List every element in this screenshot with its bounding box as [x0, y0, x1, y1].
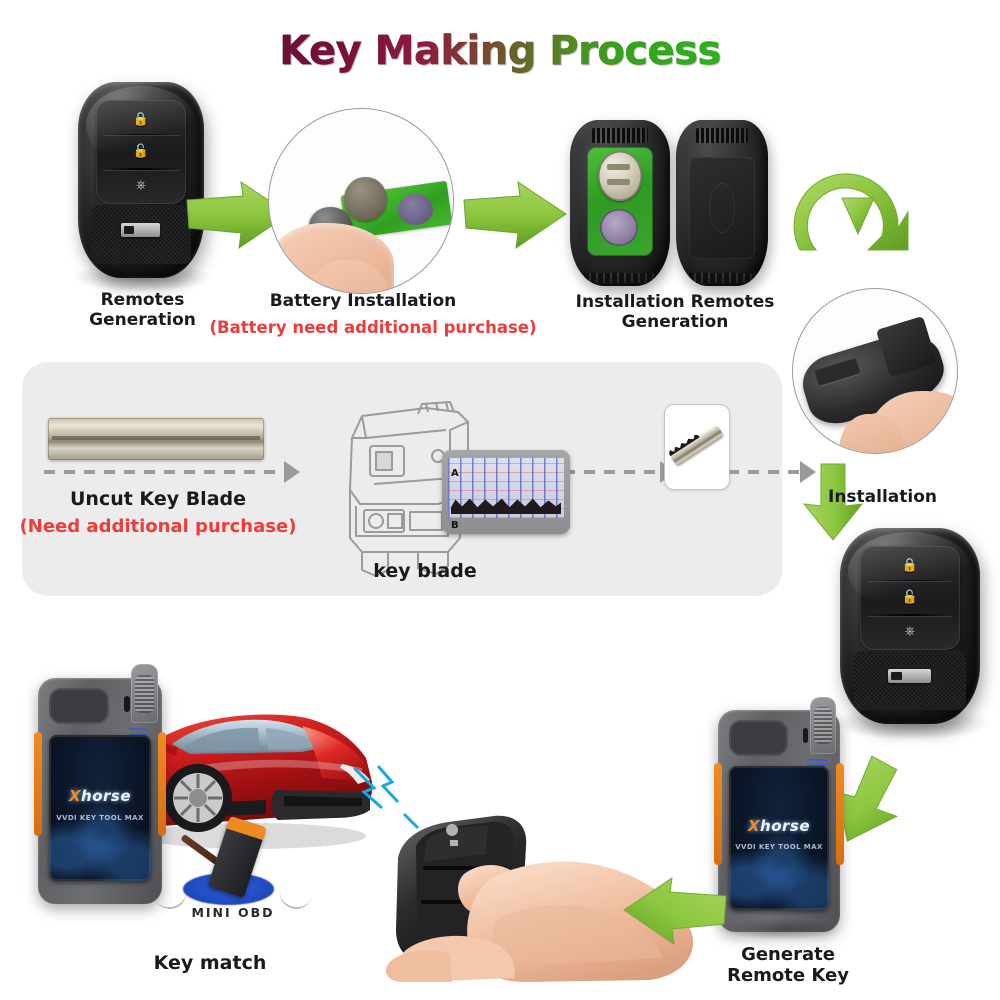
screen-inner [448, 457, 564, 519]
smart-key-remote-step1: 🔒 🔓 ⎈ [78, 82, 204, 278]
cut-key-result-box [664, 404, 730, 490]
flow-arrow-tip-3 [800, 461, 816, 483]
step-label-key-match: Key match [153, 952, 267, 974]
green-arrow-right-1 [185, 178, 293, 252]
xhorse-logo-rest: horse [81, 787, 132, 806]
green-arrow-left-bottom [616, 876, 728, 946]
shell-vents [592, 128, 648, 144]
flow-arrow-tip-1 [284, 461, 300, 483]
step-label-installation-remotes-generation: Installation Remotes Generation [575, 292, 775, 333]
xhorse-logo-x: X [68, 787, 82, 806]
key-decoder-screen: A B [442, 450, 570, 534]
mini-obd-dongle: MINI OBD [151, 816, 315, 924]
fob-button-divider [867, 579, 953, 582]
device-grip-left [34, 732, 43, 837]
shell-vents [696, 128, 748, 144]
green-arrow-right-2 [462, 178, 570, 252]
installation-photo [792, 288, 958, 454]
page-title-part2: Process [549, 28, 721, 74]
device-shadow [722, 918, 840, 940]
battery-installation-photo [268, 108, 454, 294]
smart-key-remote-assembled: 🔒 🔓 ⎈ [840, 528, 980, 724]
fob-button-pad: 🔒 🔓 ⎈ [95, 99, 187, 204]
rf-signal-waves [352, 762, 432, 830]
device-model-text: VVDI KEY TOOL MAX [56, 813, 144, 822]
shell-tabs [688, 272, 756, 283]
fob-button-divider [102, 168, 180, 170]
pcb-buzzer [600, 208, 639, 247]
pcb-buzzer [397, 193, 433, 225]
page-title-part1: Key Making [279, 28, 537, 74]
key-blade-panel [22, 362, 782, 596]
xhorse-logo: Xhorse [49, 787, 151, 805]
device-screen: Xhorse VVDI KEY TOOL MAX [49, 734, 151, 882]
device-antenna [131, 664, 159, 724]
device-model-text: VVDI KEY TOOL MAX [735, 843, 823, 852]
xhorse-logo-rest: horse [760, 817, 811, 836]
device-handle [728, 719, 788, 756]
device-grip-right [835, 763, 844, 866]
device-antenna [809, 696, 837, 755]
screen-marker-b: B [450, 519, 459, 531]
fob-button-divider [867, 614, 953, 616]
trunk-icon: ⎈ [135, 177, 147, 193]
unlock-icon: 🔓 [132, 144, 150, 160]
flow-dashed-line-2 [564, 470, 660, 474]
device-camera-icon [124, 696, 130, 712]
shell-tabs [584, 272, 656, 283]
fob-carbon-texture [90, 205, 192, 265]
device-handle [49, 688, 109, 725]
xhorse-logo-x: X [747, 817, 761, 836]
trunk-icon: ⎈ [904, 623, 916, 639]
fob-button-pad: 🔒 🔓 ⎈ [859, 545, 961, 650]
obd-cap [226, 816, 267, 840]
step-label-battery-installation: Battery Installation [269, 291, 457, 311]
step-note-battery-purchase: (Battery need additional purchase) [209, 318, 537, 337]
obd-label: MINI OBD [191, 904, 275, 920]
red-car-illustration [126, 686, 378, 856]
shell-back-plate [688, 156, 756, 260]
battery-holder [344, 177, 387, 222]
xhorse-key-tool-max-left: Xhorse VVDI KEY TOOL MAX [34, 664, 166, 904]
device-grip-left [714, 763, 723, 866]
xhorse-logo: Xhorse [729, 817, 829, 835]
green-arrow-down-1 [800, 462, 866, 542]
fob-emergency-key-slot [887, 669, 931, 683]
remote-pcb-green [587, 146, 653, 257]
fob-emergency-key-slot [120, 223, 160, 237]
lock-icon: 🔒 [901, 558, 919, 574]
step-label-installation: Installation [828, 487, 938, 507]
screen-world-map [728, 826, 829, 910]
device-camera-icon [802, 727, 809, 744]
label-key-blade: key blade [373, 560, 477, 582]
remote-shell-back-cover [676, 120, 768, 286]
step-label-generate-remote-key: Generate Remote Key [727, 944, 849, 987]
note-uncut-key-blade: (Need additional purchase) [19, 516, 297, 537]
step-label-remotes-generation: Remotes Generation [89, 290, 196, 331]
hand-pressing-remote [376, 800, 706, 982]
lock-icon: 🔒 [132, 112, 150, 128]
xhorse-key-tool-max-right: Xhorse VVDI KEY TOOL MAX [714, 696, 844, 932]
key-cut-profile [450, 490, 562, 515]
unlock-icon: 🔓 [901, 590, 919, 606]
screen-world-map [49, 796, 151, 882]
uncut-key-blade [48, 418, 264, 460]
screen-marker-a: A [450, 468, 459, 480]
flow-dashed-line-3 [728, 470, 800, 474]
page-title: Key Making Process [0, 28, 1000, 74]
device-grip-right [157, 732, 166, 837]
fob-button-divider [102, 133, 180, 136]
obd-cable [179, 833, 220, 866]
green-arrow-down-right [830, 756, 908, 848]
label-uncut-key-blade: Uncut Key Blade [69, 488, 247, 510]
device-screen: Xhorse VVDI KEY TOOL MAX [728, 765, 829, 910]
flow-dashed-line-1 [44, 470, 284, 474]
coin-battery-contacts [597, 150, 643, 202]
green-arrow-curved-down [790, 142, 912, 254]
remote-shell-front-open [570, 120, 670, 286]
key-cutting-machine-illustration [318, 386, 518, 586]
cut-key-blade [669, 424, 725, 467]
